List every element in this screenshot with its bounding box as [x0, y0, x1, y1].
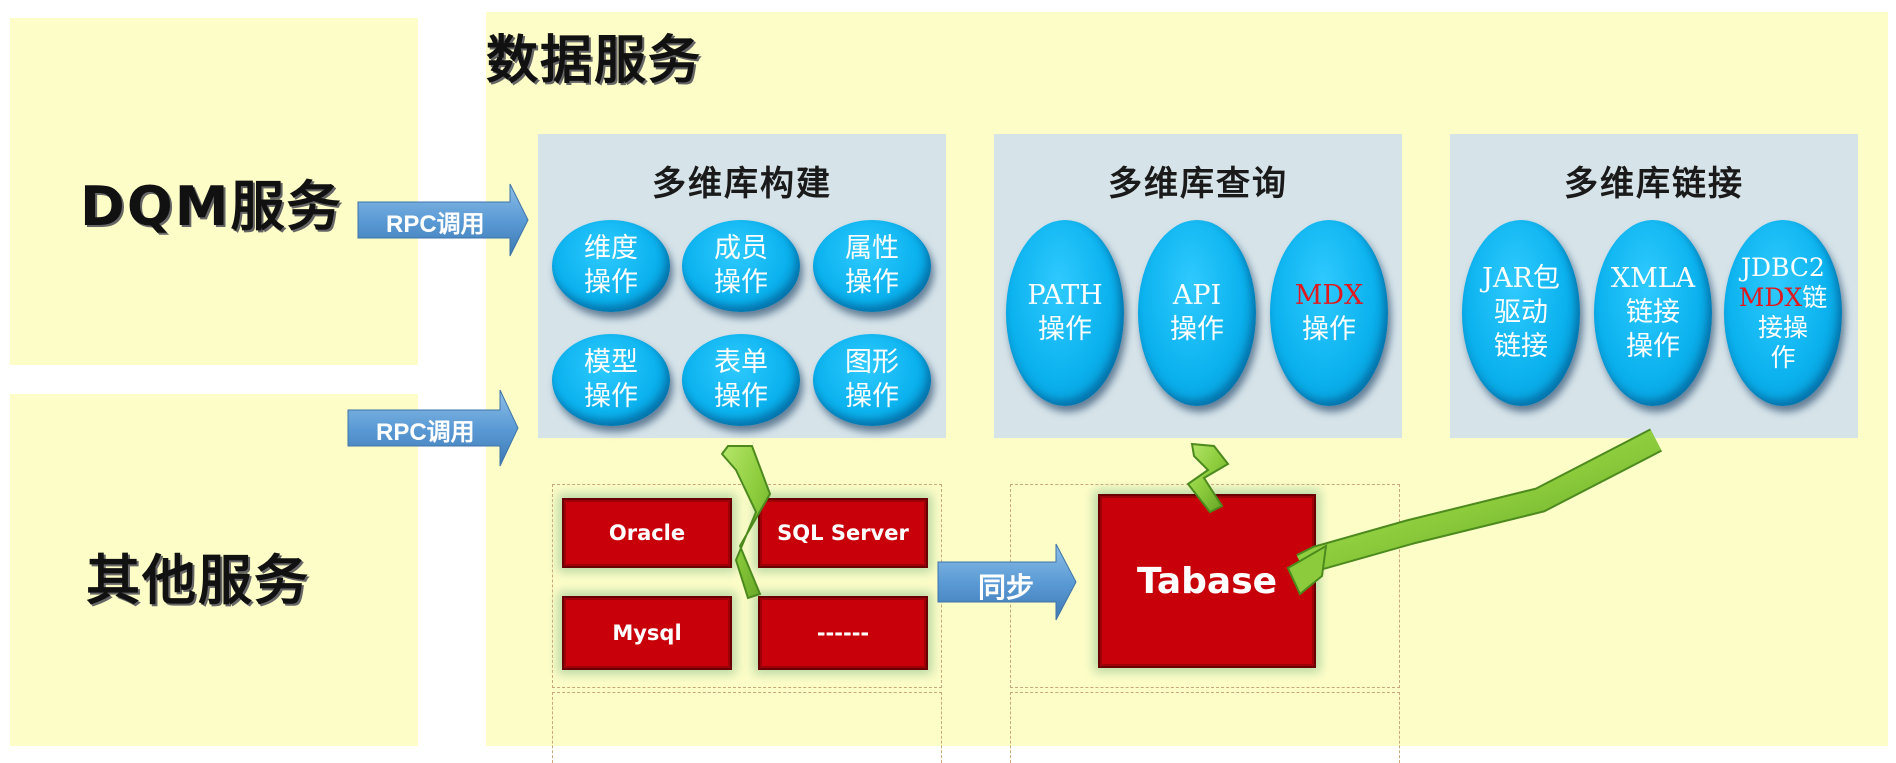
attribute-ops-oval[interactable]: 属性操作 — [813, 220, 931, 312]
dqm-service-panel — [10, 18, 418, 365]
cube-build-title: 多维库构建 — [652, 164, 832, 204]
rpc-arrow-top — [357, 183, 529, 257]
dqm-service-label: DQM服务 — [80, 175, 343, 238]
other-service-label: 其他服务 — [86, 549, 310, 612]
rpc-label-top: RPC调用 — [386, 211, 485, 238]
other-service-panel — [10, 394, 418, 746]
db-group-lower-outline — [552, 692, 942, 763]
other-db[interactable]: ------ — [758, 596, 928, 670]
cube-query-title: 多维库查询 — [1108, 164, 1288, 204]
model-ops-oval[interactable]: 模型操作 — [552, 334, 670, 426]
rpc-arrow-bottom — [347, 389, 519, 467]
link-to-tabase-bolt — [1286, 428, 1662, 596]
build-to-db-bolt — [720, 445, 772, 600]
query-to-tabase-bolt — [1186, 442, 1230, 514]
data-service-title: 数据服务 — [486, 31, 703, 91]
sync-arrow — [937, 543, 1077, 621]
cube-link-title: 多维库链接 — [1564, 164, 1744, 204]
member-ops-oval[interactable]: 成员操作 — [682, 220, 800, 312]
jar-driver-oval[interactable]: JAR包驱动链接 — [1462, 220, 1580, 406]
oracle-db[interactable]: Oracle — [562, 498, 732, 568]
graph-ops-oval[interactable]: 图形操作 — [813, 334, 931, 426]
tabase-db[interactable]: Tabase — [1098, 494, 1316, 668]
dimension-ops-oval[interactable]: 维度操作 — [552, 220, 670, 312]
form-ops-oval[interactable]: 表单操作 — [682, 334, 800, 426]
tabase-group-lower-outline — [1010, 692, 1400, 763]
sync-label: 同步 — [978, 572, 1035, 603]
rpc-label-bottom: RPC调用 — [376, 419, 475, 446]
mysql-db[interactable]: Mysql — [562, 596, 732, 670]
sql-server-db[interactable]: SQL Server — [758, 498, 928, 568]
